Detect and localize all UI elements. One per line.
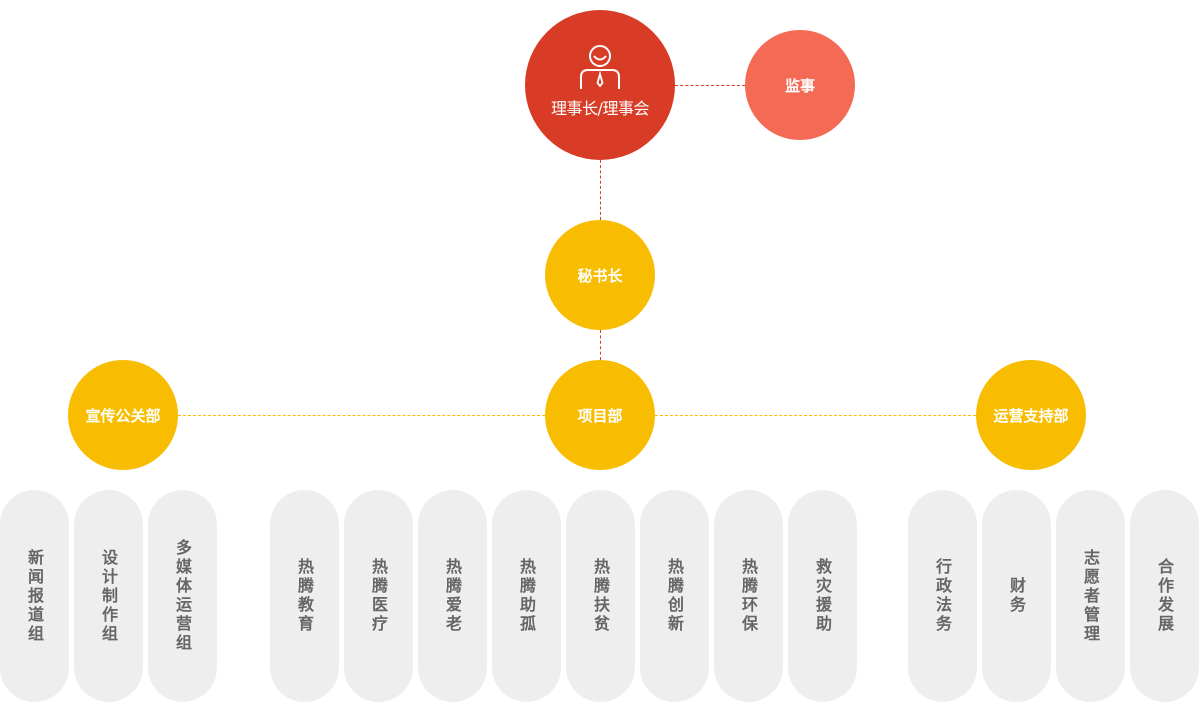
group-label: 财务 — [1007, 577, 1026, 615]
group-label: 新闻报道组 — [25, 548, 44, 644]
chair-supervisor-connector — [675, 85, 745, 86]
group-label: 行政法务 — [933, 558, 952, 634]
group-label: 热腾环保 — [739, 558, 758, 634]
group-pill: 合作发展 — [1130, 490, 1199, 702]
node-label: 监事 — [784, 76, 815, 95]
group-pill: 行政法务 — [908, 490, 977, 702]
chair-secretary-connector — [600, 160, 601, 220]
group-pill: 热腾环保 — [714, 490, 783, 702]
node-department-operations: 运营支持部 — [976, 360, 1086, 470]
group-label: 热腾创新 — [665, 558, 684, 634]
group-label: 合作发展 — [1155, 558, 1174, 634]
department-connector-right — [655, 415, 976, 416]
group-label: 热腾教育 — [295, 558, 314, 634]
secretary-project-connector — [600, 330, 601, 360]
group-label: 热腾医疗 — [369, 558, 388, 634]
group-label: 热腾助孤 — [517, 558, 536, 634]
node-supervisor: 监事 — [745, 30, 855, 140]
node-secretary-general: 秘书长 — [545, 220, 655, 330]
group-pill: 救灾援助 — [788, 490, 857, 702]
group-pill: 新闻报道组 — [0, 490, 69, 702]
group-pill: 热腾助孤 — [492, 490, 561, 702]
group-pill: 热腾扶贫 — [566, 490, 635, 702]
group-pill: 热腾医疗 — [344, 490, 413, 702]
group-label: 救灾援助 — [813, 558, 832, 634]
node-label: 宣传公关部 — [85, 406, 161, 425]
group-pill: 设计制作组 — [74, 490, 143, 702]
node-department-projects: 项目部 — [545, 360, 655, 470]
group-label: 热腾扶贫 — [591, 558, 610, 634]
group-pill: 热腾教育 — [270, 490, 339, 702]
person-with-tie-icon — [580, 45, 620, 89]
node-label: 秘书长 — [577, 266, 623, 285]
group-pill: 热腾创新 — [640, 490, 709, 702]
group-label: 热腾爱老 — [443, 558, 462, 634]
department-connector-left — [178, 415, 545, 416]
group-pill: 财务 — [982, 490, 1051, 702]
group-label: 多媒体运营组 — [173, 539, 192, 653]
node-label: 运营支持部 — [993, 406, 1069, 425]
node-label: 理事长/理事会 — [551, 99, 649, 118]
group-pill: 多媒体运营组 — [148, 490, 217, 702]
node-label: 项目部 — [577, 406, 623, 425]
node-chair-board: 理事长/理事会 — [525, 10, 675, 160]
group-pill: 志愿者管理 — [1056, 490, 1125, 702]
group-label: 志愿者管理 — [1081, 548, 1100, 644]
group-pill: 热腾爱老 — [418, 490, 487, 702]
group-label: 设计制作组 — [99, 548, 118, 644]
node-department-pr: 宣传公关部 — [68, 360, 178, 470]
